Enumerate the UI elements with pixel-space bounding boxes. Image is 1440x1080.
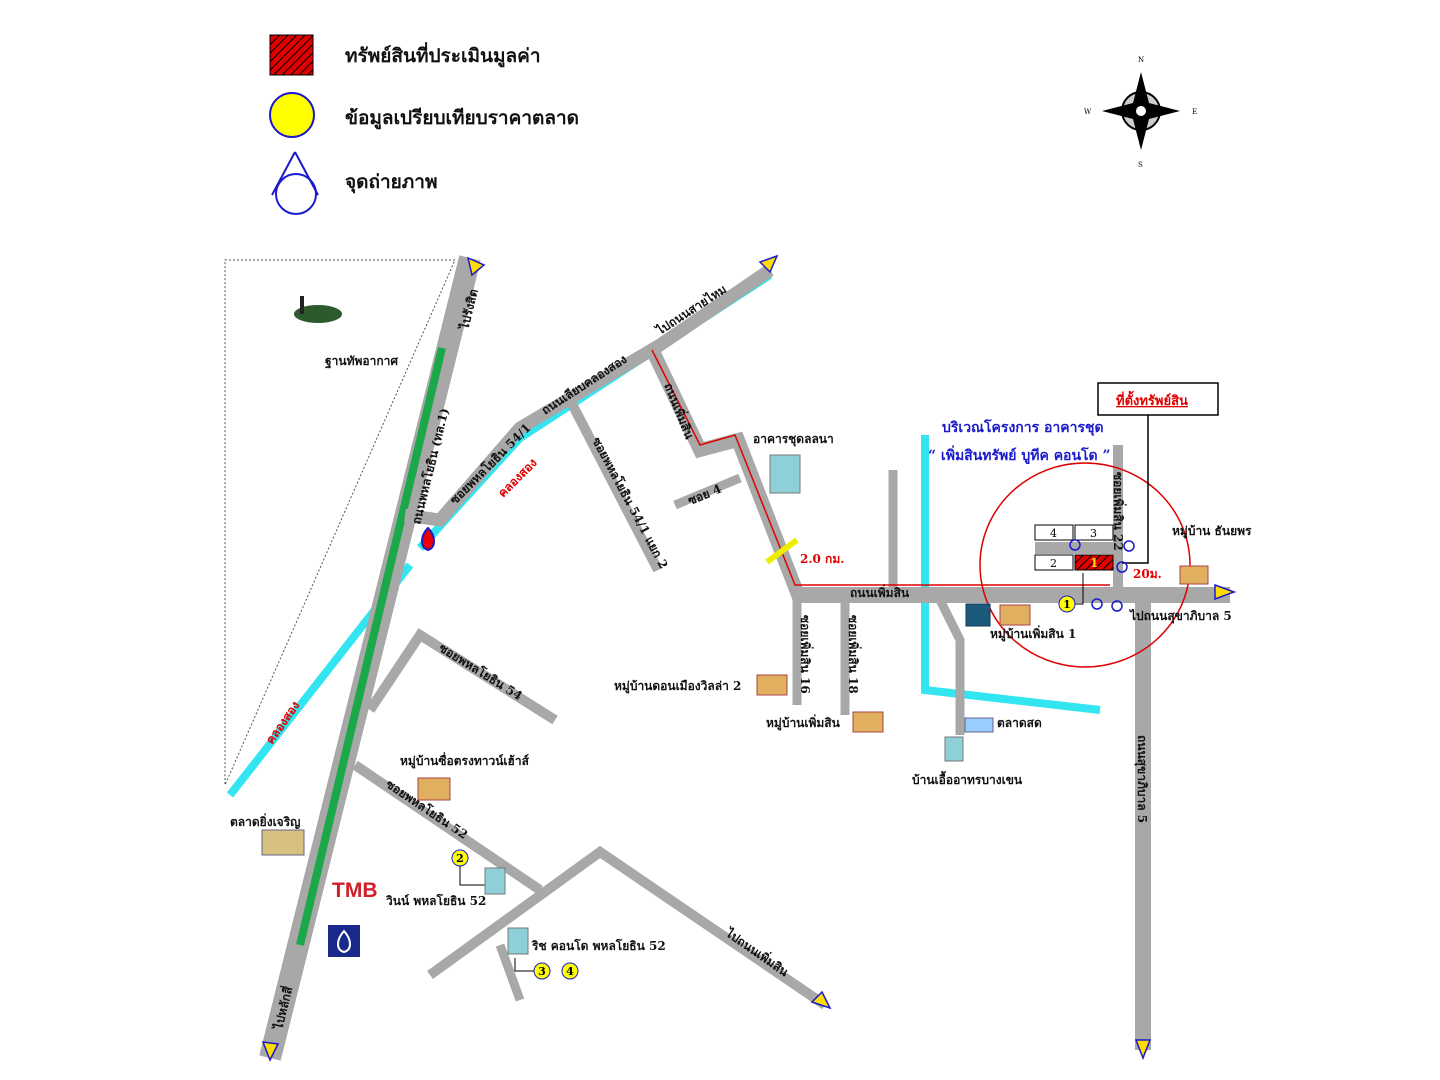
subject-property-swatch — [269, 34, 314, 76]
block-1: 1 — [1090, 556, 1098, 570]
label-to-sukhaphiban5: ไปถนนสุขาภิบาล 5 — [1128, 608, 1232, 624]
label-soi-4: ซอย 4 — [686, 482, 724, 508]
label-soi-18: ซอยเพิ่มสิน 18 — [846, 615, 862, 694]
village-icon — [756, 674, 788, 696]
label-phoemsin-h: ถนนเพิ่มสิน — [850, 584, 910, 600]
label-baan-ua-arthorn: บ้านเอื้ออาทรบางเขน — [912, 770, 1023, 787]
village-icon — [417, 777, 451, 801]
label-soi-54-1-yaek2: ซอยพหลโยธิน 54/1 แยก 2 — [589, 434, 671, 571]
arrow-saimai-icon — [758, 254, 779, 274]
rich-condo-icon — [507, 927, 529, 955]
ptt-station-icon — [421, 526, 435, 552]
leader-line — [1122, 415, 1149, 564]
label-village-thanyaporn: หมู่บ้าน ธันยพร — [1172, 524, 1252, 539]
label-condo-lalana: อาคารชุดลลนา — [753, 432, 834, 447]
label-soi-54: ซอยพหลโยธิน 54 — [436, 640, 525, 703]
legend-photo-point: จุดถ่ายภาพ — [345, 171, 438, 194]
market-icon — [261, 829, 305, 856]
road-liap-khlong-song — [404, 264, 774, 527]
label-village-townhouse: หมู่บ้านซื่อตรงทาวน์เฮ้าส์ — [400, 752, 530, 769]
road-soi-4 — [673, 473, 742, 510]
property-location-box — [1097, 382, 1219, 416]
comparable-swatch — [269, 92, 315, 138]
comparable-markers: 1 2 3 4 — [451, 573, 1084, 980]
label-yingcharoen-market: ตลาดยิ่งเจริญ — [230, 813, 300, 829]
label-village-near: หมู่บ้านเพิ่มสิน 1 — [990, 625, 1076, 642]
arrow-rangsit-icon — [466, 256, 486, 277]
compass-e: E — [1192, 108, 1197, 116]
label-win-condo: วินน์ พหลโยธิน 52 — [386, 893, 487, 908]
airbase-boundary — [224, 259, 456, 786]
tmb-logo: TMB — [332, 879, 378, 902]
highway-strip — [296, 347, 446, 946]
compass-w: W — [1084, 108, 1092, 116]
label-fresh-market: ตลาดสด — [997, 716, 1042, 730]
label-soi-right: ซอยเพิ่มสิน 22 — [1111, 472, 1127, 551]
label-project-line2: “ เพิ่มสินทรัพย์ บูทีค คอนโด ” — [928, 445, 1111, 464]
airbase-label: ฐานทัพอากาศ — [325, 354, 398, 369]
label-village-don-mueang: หมู่บ้านดอนเมืองวิลล่า 2 — [614, 679, 741, 694]
block-4: 4 — [1050, 527, 1057, 540]
village-icon — [852, 711, 884, 733]
label-to-lower: ไปถนนเพิ่มสิน — [722, 923, 793, 979]
road-market — [935, 597, 965, 735]
arrow-laksi-icon — [261, 1041, 280, 1062]
property-blocks: 4 3 2 1 — [1034, 524, 1114, 571]
legend: ทรัพย์สินที่ประเมินมูลค่า ข้อมูลเปรียบเท… — [269, 34, 579, 215]
road-soi-54-1-yaek2 — [565, 397, 663, 573]
railway-crossing-icon — [765, 537, 799, 565]
label-distance-2km: 2.0 กม. — [800, 552, 844, 566]
building-icons — [261, 454, 1209, 957]
compass-n: N — [1138, 56, 1144, 64]
marker-4: 4 — [566, 965, 574, 978]
road-soi-54 — [365, 628, 558, 725]
legend-market-comparables: ข้อมูลเปรียบเทียบราคาตลาด — [345, 107, 579, 130]
block-2: 2 — [1050, 557, 1057, 570]
photo-point-icon — [271, 151, 319, 215]
property-location-label: ที่ตั้งทรัพย์สิน — [1116, 390, 1188, 409]
route-line — [651, 349, 1110, 586]
photo-point-icons — [1069, 539, 1135, 612]
village-icon — [999, 604, 1031, 626]
building-icon — [944, 736, 964, 762]
block-3: 3 — [1090, 527, 1097, 540]
direction-arrows — [261, 254, 1237, 1062]
marker-1: 1 — [1063, 598, 1071, 611]
canal-right — [921, 435, 1101, 714]
label-phoemsin-v: ถนนเพิ่มสิน — [661, 380, 698, 442]
arrow-east-icon — [1214, 583, 1237, 601]
bank-icon — [965, 603, 991, 627]
arrow-southeast-icon — [810, 990, 832, 1010]
village-icon — [1179, 565, 1209, 585]
market-icon — [964, 717, 994, 733]
label-liap-khlong-song: ถนนเลียบคลองสอง — [539, 352, 629, 418]
label-sukhaphiban5-rd: ถนนสุขาภิบาล 5 — [1134, 735, 1149, 823]
compass-s: S — [1138, 161, 1143, 169]
marker-2: 2 — [456, 852, 464, 865]
label-distance-20m: 20ม. — [1133, 567, 1162, 581]
arrow-south-icon — [1134, 1039, 1152, 1061]
road-branch — [495, 943, 525, 1002]
road-soi-52 — [352, 760, 543, 895]
legend-subject-property: ทรัพย์สินที่ประเมินมูลค่า — [345, 42, 541, 68]
highlight-circle — [979, 462, 1191, 668]
marker-3: 3 — [538, 965, 546, 978]
win-condo-icon — [484, 867, 506, 895]
road-lower — [427, 845, 828, 1010]
condo-building-icon — [769, 454, 801, 494]
tree-icon — [294, 296, 342, 323]
label-village-phoemsin: หมู่บ้านเพิ่มสิน — [766, 714, 841, 731]
label-project-line1: บริเวณโครงการ อาคารชุด — [942, 418, 1104, 436]
label-soi-16: ซอยเพิ่มสิน 16 — [798, 615, 814, 694]
label-khlong-song-2: คลองสอง — [263, 699, 303, 747]
label-rich-condo: ริช คอนโด พหลโยธิน 52 — [531, 938, 665, 953]
compass-icon: N S E W — [1084, 56, 1197, 169]
subject-property — [1074, 554, 1114, 571]
roads — [259, 255, 1230, 1061]
